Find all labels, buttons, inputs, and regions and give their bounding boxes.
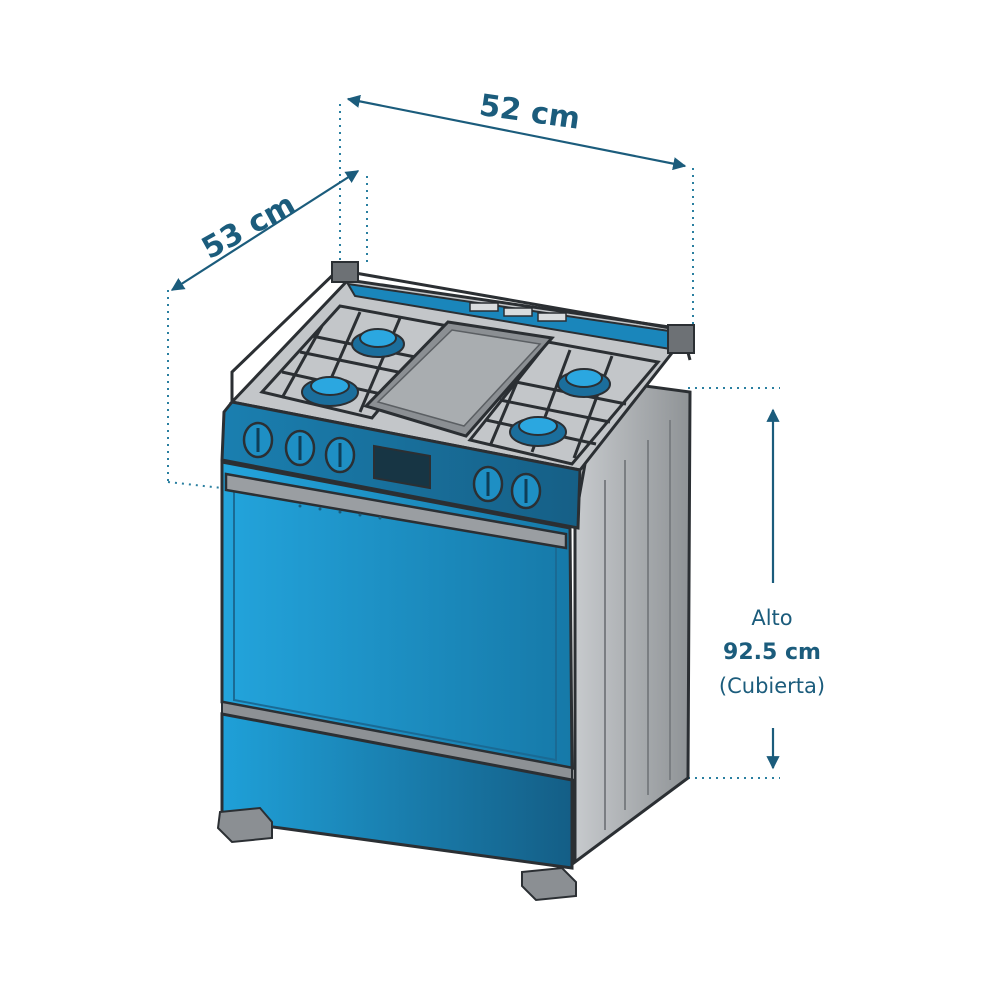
oven-handle xyxy=(224,472,568,550)
dimension-arrows xyxy=(170,94,780,770)
storage-drawer xyxy=(220,712,574,870)
depth-arrow xyxy=(170,170,360,291)
display-panel xyxy=(373,444,431,490)
height-note: (Cubierta) xyxy=(718,674,826,698)
feet xyxy=(216,806,577,902)
height-value: 92.5 cm xyxy=(723,640,821,665)
height-caption: Alto xyxy=(751,606,793,630)
width-arrow xyxy=(346,94,687,171)
burners xyxy=(301,328,611,447)
